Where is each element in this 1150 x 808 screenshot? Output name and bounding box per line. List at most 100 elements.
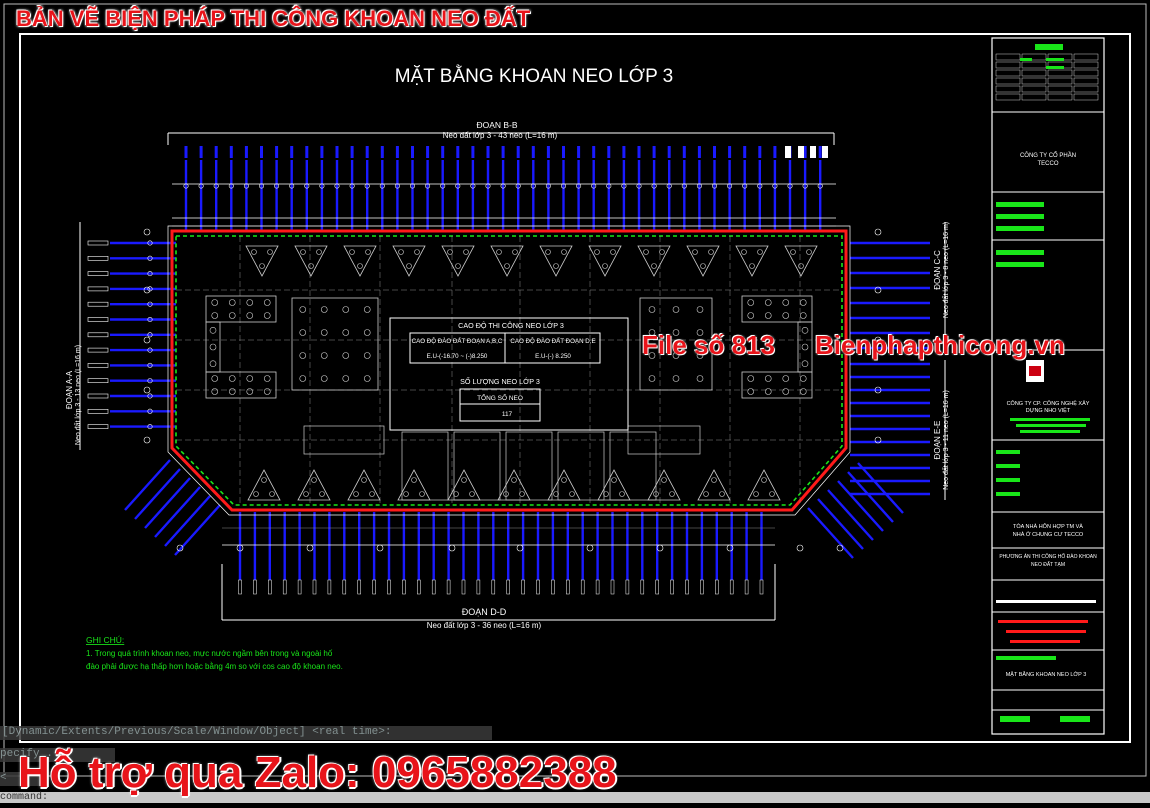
- anchor-top-label: [667, 146, 671, 158]
- drawing-title: MẶT BẰNG KHOAN NEO LỚP 3: [395, 65, 674, 87]
- grid-bubble: [836, 544, 844, 552]
- pile-cap-triangle: [347, 469, 381, 501]
- anchor-diagonal-left: [164, 495, 211, 547]
- anchor-top-label: [275, 146, 279, 158]
- anchor-top-label: [365, 146, 369, 158]
- note-title: GHI CHÚ:: [86, 635, 124, 645]
- zalo-watermark-banner: Hỗ trợ qua Zalo: 0965882388: [18, 748, 617, 797]
- wall-rebar: [175, 235, 843, 506]
- pile-cap-group: [639, 297, 713, 391]
- anchor-top-label: [426, 146, 430, 158]
- pile-cap-group: [741, 295, 813, 323]
- section-left-sub: Neo đất lớp 3 - 13 neo (L=16 m): [73, 345, 82, 445]
- section-bottom-label: ĐOẠN D-D: [462, 607, 507, 617]
- anchor-top-label: [531, 146, 535, 158]
- grid-bubble: [448, 544, 456, 552]
- section-top-sub: Neo đất lớp 3 - 43 neo (L=16 m): [443, 131, 558, 140]
- anchor-top-label: [184, 146, 188, 158]
- pile-cap-triangle: [397, 469, 431, 501]
- anchor-top-label: [682, 146, 686, 158]
- anchor-top-label: [305, 146, 309, 158]
- anchor-diagonal-right: [807, 507, 854, 559]
- pile-cap-triangle: [686, 245, 720, 277]
- pile-cap-group: [797, 321, 813, 373]
- grid-bubble: [874, 386, 882, 394]
- wall-outline: [170, 229, 848, 512]
- tb-contractor: CÔNG TY CP. CÔNG NGHỆ XÂY: [1007, 399, 1090, 407]
- center-val-2: E.U-(-) 8.250: [535, 353, 571, 360]
- pile-cap-triangle: [490, 245, 524, 277]
- anchor-diagonal-left: [134, 468, 181, 520]
- grid-bubble: [586, 544, 594, 552]
- grid-bubble: [236, 544, 244, 552]
- wall-edge: [167, 225, 851, 516]
- anchor-diagonal-right: [817, 498, 864, 550]
- tb-contractor-2: DỰNG NHO VIỆT: [1026, 406, 1071, 414]
- grid-bubble: [874, 286, 882, 294]
- diaphragm-wall: [167, 225, 851, 516]
- grid-bubble: [143, 386, 151, 394]
- file-number-watermark: File số 813: [642, 330, 775, 360]
- tb-owner: CÔNG TY CỔ PHẦN: [1020, 152, 1076, 159]
- title-block-legend-grid: [995, 53, 1099, 101]
- pile-cap-triangle: [647, 469, 681, 501]
- note-line-2: đào phải được hạ thấp hơn hoặc bằng 4m s…: [86, 662, 343, 671]
- ground-anchors: [87, 146, 930, 595]
- pile-cap-triangle: [441, 245, 475, 277]
- pile-cap-triangle: [245, 245, 279, 277]
- section-right-bottom-label: ĐOẠN E-E: [933, 421, 942, 460]
- note-line-1: 1. Trong quá trình khoan neo, mực nước n…: [86, 649, 333, 658]
- center-val-1: E.U-(-16.70 ~ (-)8.250: [427, 353, 488, 360]
- website-watermark: Bienphapthicong.vn: [815, 330, 1065, 360]
- anchor-top-label: [546, 146, 550, 158]
- count-title: SỐ LƯỢNG NEO LỚP 3: [460, 376, 540, 386]
- anchor-top-label: [728, 146, 732, 158]
- grid-bubble: [516, 544, 524, 552]
- anchor-top-label: [758, 146, 762, 158]
- core-wall: [401, 431, 449, 501]
- anchor-top-label: [456, 146, 460, 158]
- section-right-top-sub: Neo đất lớp 3 - 8 neo (L=16 m): [941, 222, 950, 318]
- anchor-top-label: [743, 146, 747, 158]
- section-bottom-sub: Neo đất lớp 3 - 36 neo (L=16 m): [427, 621, 542, 630]
- pile-cap-triangle: [392, 245, 426, 277]
- tb-owner-name: TECCO: [1038, 161, 1059, 167]
- grid-bubble: [874, 336, 882, 344]
- core-wall: [453, 431, 501, 501]
- anchor-top-label: [713, 146, 716, 158]
- anchor-diagonal-left: [144, 477, 191, 529]
- pile-cap-triangle: [784, 245, 818, 277]
- command-prompt-symbol: <: [0, 772, 40, 786]
- title-block: CÔNG TY CỔ PHẦN TECCO CÔNG TY CP. CÔNG N…: [991, 37, 1105, 735]
- pile-cap-triangle: [588, 245, 622, 277]
- anchor-top-label: [697, 146, 701, 158]
- anchor-top-label: [652, 146, 656, 158]
- tb-item-2: NEO ĐẤT TẠM: [1031, 561, 1065, 568]
- anchor-top-label: [229, 146, 233, 158]
- anchor-diagonal-left: [174, 504, 221, 556]
- command-input[interactable]: command:: [0, 792, 1150, 803]
- section-right-bottom-sub: Neo đất lớp 3 - 11 neo (L=16 m): [941, 390, 950, 490]
- center-col-2: CAO ĐỘ ĐÀO ĐẤT ĐOẠN D,E: [510, 338, 595, 345]
- anchor-top-label: [471, 146, 475, 158]
- anchor-top-label: [320, 146, 324, 158]
- grid-bubble: [796, 544, 804, 552]
- anchor-diagonal-left: [124, 459, 171, 511]
- anchor-diagonal-left: [154, 486, 201, 538]
- anchor-top-label: [577, 146, 581, 158]
- anchor-top-label: [622, 146, 626, 158]
- pile-cap-triangle: [247, 469, 281, 501]
- tb-project-1: TÒA NHÀ HỖN HỢP TM VÀ: [1013, 523, 1083, 530]
- tb-project-2: NHÀ Ở CHUNG CƯ TECCO: [1013, 531, 1084, 538]
- grid-bubble: [143, 336, 151, 344]
- anchor-top-label: [260, 146, 263, 158]
- anchor-top-label: [441, 146, 445, 158]
- pile-cap-triangle: [547, 469, 581, 501]
- grid-bubble: [143, 436, 151, 444]
- top-watermark-banner: BẢN VẼ BIỆN PHÁP THI CÔNG KHOAN NEO ĐẤT: [16, 6, 531, 31]
- grid-bubble: [176, 544, 184, 552]
- pile-cap-triangle: [539, 245, 573, 277]
- anchor-top-label: [607, 146, 611, 158]
